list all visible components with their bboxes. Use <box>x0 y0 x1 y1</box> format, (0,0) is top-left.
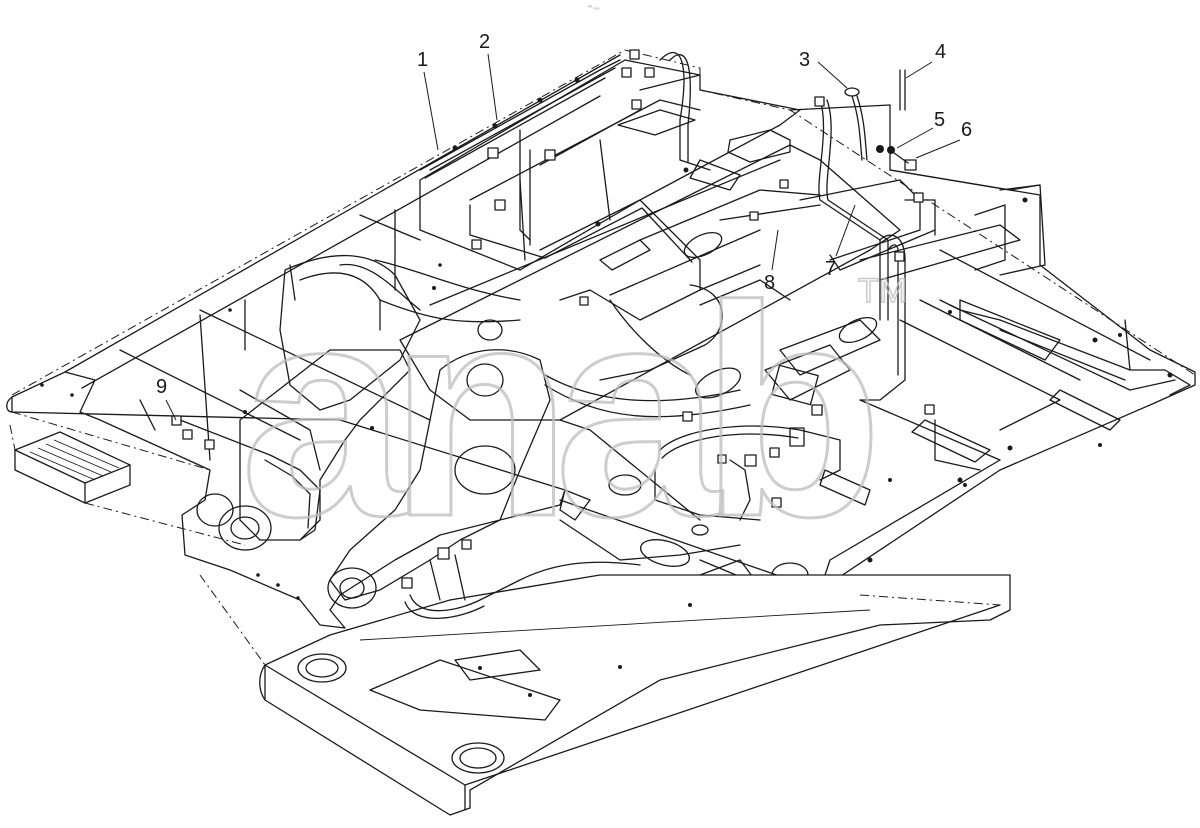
step-plate <box>9 424 246 546</box>
callout-3: 3 <box>799 49 810 71</box>
callout-7: 7 <box>825 258 836 280</box>
callout-5: 5 <box>934 109 945 131</box>
wire-harness <box>179 51 1191 619</box>
watermark: ana b TM <box>239 242 908 581</box>
svg-text:TM: TM <box>858 272 907 310</box>
callouts: 1 2 3 4 5 6 7 8 9 <box>156 31 972 421</box>
bottom-counterweight <box>199 574 1011 816</box>
callout-6: 6 <box>961 119 972 141</box>
clips <box>40 77 1173 697</box>
connectors <box>171 49 935 589</box>
callout-2: 2 <box>479 31 490 53</box>
header-mark: ⁰⁰ ₀₀₀ <box>588 5 600 11</box>
svg-text:ana: ana <box>240 243 723 579</box>
callout-9: 9 <box>156 376 167 398</box>
callout-1: 1 <box>417 49 428 71</box>
parts-3-6 <box>844 69 917 171</box>
callout-8: 8 <box>764 272 775 294</box>
svg-text:b: b <box>700 243 873 579</box>
callout-4: 4 <box>935 41 946 63</box>
